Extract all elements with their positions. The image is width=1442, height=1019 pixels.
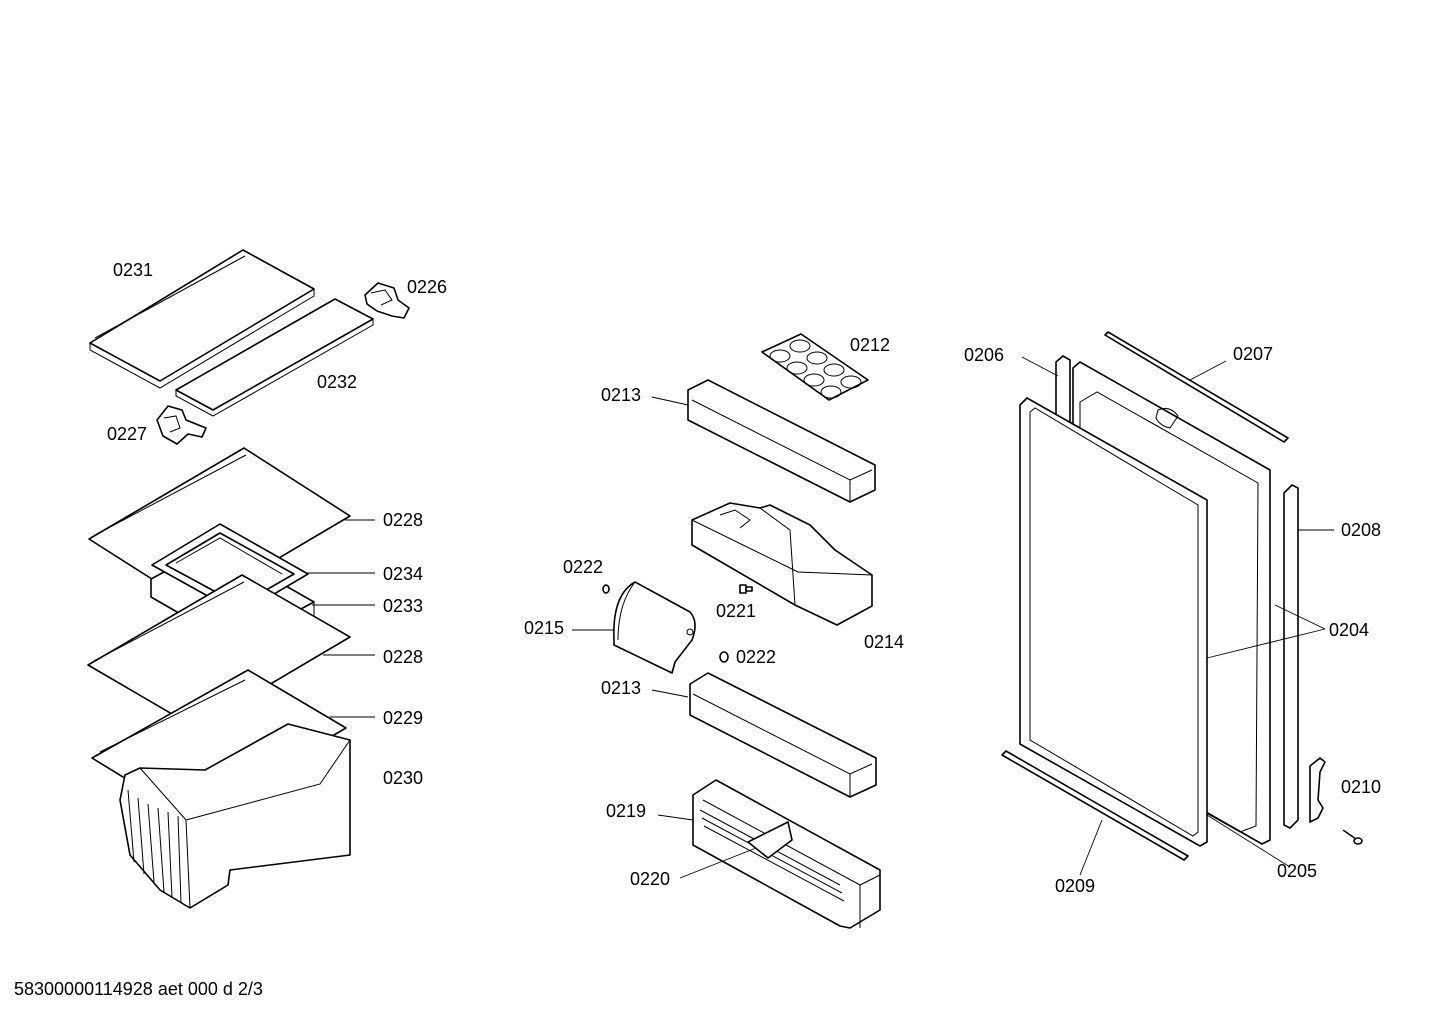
label-0204: 0204 [1329,620,1369,640]
part-screw [1342,829,1363,845]
label-0232: 0232 [317,372,357,392]
label-0206: 0206 [964,345,1004,365]
callout-labels: 0231 0226 0232 0227 0228 0234 0233 0228 … [107,260,1381,896]
label-0210: 0210 [1341,777,1381,797]
part-0213-door-shelf-lower [689,672,877,798]
label-0205: 0205 [1277,861,1317,881]
part-0210-hinge-bracket [1309,757,1326,823]
part-0222-washer-upper [602,584,610,594]
label-0213-lower: 0213 [601,678,641,698]
label-0207: 0207 [1233,344,1273,364]
part-0231-glass-shelf [89,249,315,389]
shelf-group [87,249,410,909]
label-0219: 0219 [606,801,646,821]
part-0221-pin [739,584,753,594]
label-0208: 0208 [1341,520,1381,540]
part-0207-top-trim [1104,331,1289,443]
label-0220: 0220 [630,869,670,889]
label-0233: 0233 [383,596,423,616]
label-0221: 0221 [716,601,756,621]
part-0226-bracket [364,282,410,319]
label-0229: 0229 [383,708,423,728]
part-0213-door-shelf-upper [687,379,876,503]
door-bin-group [602,333,881,929]
label-0222-upper: 0222 [563,557,603,577]
label-0227: 0227 [107,424,147,444]
label-0228-upper: 0228 [383,510,423,530]
label-0213-upper: 0213 [601,385,641,405]
part-0220-bottle-retainer [699,809,845,902]
part-0215-flap [613,581,696,674]
label-0231: 0231 [113,260,153,280]
part-0209-bottom-trim [1001,750,1189,861]
label-0226: 0226 [407,277,447,297]
part-0227-bracket [156,405,207,445]
crisper-ribs [127,789,182,904]
part-0212-egg-tray [761,333,869,401]
label-0212: 0212 [850,335,890,355]
part-0228-glass-shelf-lower [87,574,351,729]
part-0214-door-bin [691,502,873,626]
label-0234: 0234 [383,564,423,584]
label-0214: 0214 [864,632,904,652]
label-0209: 0209 [1055,876,1095,896]
label-0222-lower: 0222 [736,647,776,667]
part-0232-shelf-strip [175,298,374,417]
label-0230: 0230 [383,768,423,788]
part-0219-bottle-bin [692,779,881,929]
document-code: 58300000114928 aet 000 d 2/3 [14,979,263,999]
part-0208-side-trim [1283,484,1299,829]
leader-lines [305,356,1334,879]
label-0215: 0215 [524,618,564,638]
part-0222-washer-lower [719,651,729,663]
part-0230-crisper-bin [119,723,351,909]
label-0228-lower: 0228 [383,647,423,667]
part-0204-door-gasket [1019,397,1208,847]
door-frame-group [1001,331,1363,861]
